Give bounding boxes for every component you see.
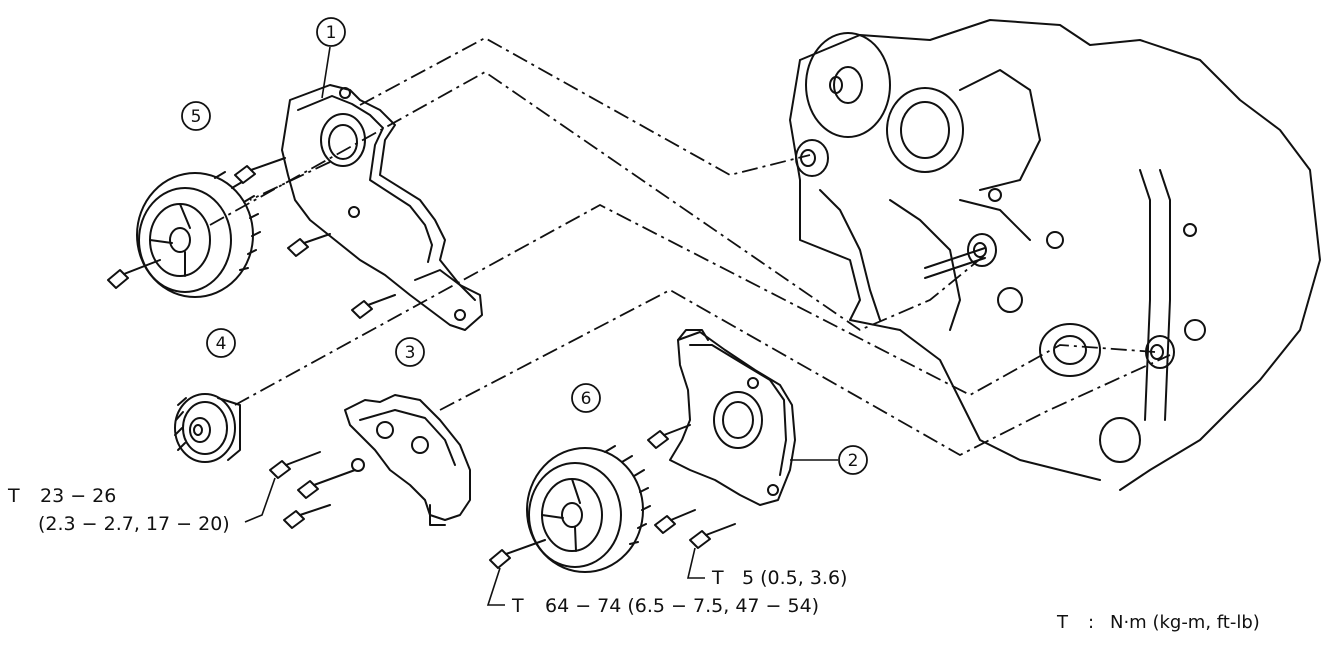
callout-4: 4 bbox=[206, 328, 236, 358]
callout-1: 1 bbox=[316, 17, 346, 47]
legend-separator: : bbox=[1088, 612, 1094, 633]
torque-cover-prefix: T bbox=[711, 567, 724, 589]
callout-3: 3 bbox=[395, 337, 425, 367]
callout-2-label: 2 bbox=[848, 451, 859, 471]
legend-symbol: T bbox=[1056, 612, 1069, 633]
torque-tensioner-line2: (2.3 − 2.7, 17 − 20) bbox=[38, 513, 230, 535]
torque-spec-tensioner: T 23 − 26 (2.3 − 2.7, 17 − 20) bbox=[7, 485, 230, 535]
idler-pulley bbox=[174, 393, 241, 463]
torque-spec-cover: T 5 (0.5, 3.6) bbox=[711, 567, 847, 589]
torque-tensioner-line1: 23 − 26 bbox=[40, 485, 116, 507]
assembly-lines bbox=[209, 36, 1171, 457]
torque-spec-pulley: T 64 − 74 (6.5 − 7.5, 47 − 54) bbox=[511, 595, 819, 617]
lower-timing-cover bbox=[669, 329, 796, 506]
units-legend: T : N·m (kg-m, ft-lb) bbox=[1056, 612, 1260, 633]
callout-1-label: 1 bbox=[326, 23, 337, 43]
crankshaft-pulley bbox=[526, 445, 651, 573]
torque-tensioner-prefix: T bbox=[7, 485, 20, 507]
callout-2: 2 bbox=[838, 445, 868, 475]
callout-6-label: 6 bbox=[581, 389, 592, 409]
torque-pulley-prefix: T bbox=[511, 595, 524, 617]
callout-5-label: 5 bbox=[191, 107, 202, 127]
tensioner-bracket bbox=[344, 394, 471, 526]
callout-6: 6 bbox=[571, 383, 601, 413]
upper-timing-cover bbox=[281, 84, 483, 331]
torque-leaders bbox=[244, 46, 838, 606]
callout-5: 5 bbox=[181, 101, 211, 131]
bolts bbox=[107, 157, 736, 569]
callout-3-label: 3 bbox=[405, 343, 416, 363]
callout-4-label: 4 bbox=[216, 334, 227, 354]
torque-cover-value: 5 (0.5, 3.6) bbox=[742, 567, 847, 589]
legend-units: N·m (kg-m, ft-lb) bbox=[1110, 612, 1260, 633]
camshaft-pulley bbox=[136, 171, 261, 298]
torque-pulley-value: 64 − 74 (6.5 − 7.5, 47 − 54) bbox=[545, 595, 819, 617]
engine-block bbox=[789, 19, 1321, 491]
